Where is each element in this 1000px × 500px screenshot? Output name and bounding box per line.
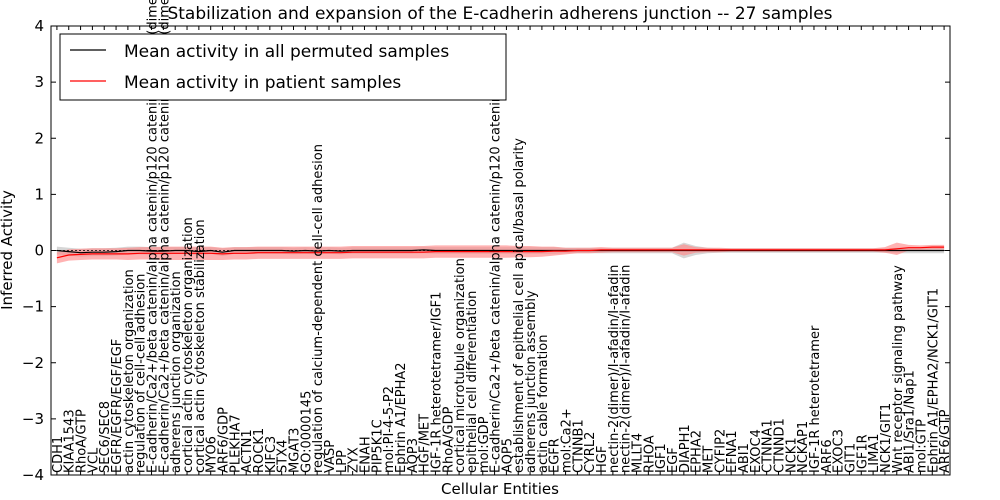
x-tick-label: PIP5K1C [370,419,385,473]
x-tick-label: cortical microtubule organization [453,258,468,473]
x-tick-label: MET [702,446,717,473]
x-tick-label: HGF/MET [418,414,433,473]
x-tick-label: VCL [86,447,101,473]
x-tick-label: EGF [666,447,681,473]
series-lines [56,246,945,259]
y-tick-label: 3 [34,73,44,91]
x-tick-label: cortical actin cytoskeleton stabilizatio… [193,219,208,473]
x-tick-label: CYFIP2 [713,429,728,473]
y-tick-label: −2 [22,354,44,372]
x-tick-label: establishment of epithelial cell apical/… [512,138,527,473]
x-tick-label: nectin-2(dimer)/I-afadin/I-afadin [619,265,634,473]
x-axis-ticks [56,26,945,475]
x-tick-label: MYO6 [205,436,220,473]
x-tick-label: CDH1 [51,436,66,473]
x-tick-label: mol:PI-4-5-P2 [382,386,397,473]
x-tick-label: EGFR/EGFR/EGF/EGF [110,339,125,473]
x-tick-label: regulation of cell-cell adhesion [134,274,149,473]
x-tick-label: MGAT3 [288,428,303,473]
x-tick-label: ZYX [347,447,362,473]
x-tick-label: EGFR [548,438,563,473]
y-axis-ticks: −4 −3 −2 −1 0 1 2 3 4 [22,17,950,484]
x-tick-label: LPP [335,450,350,473]
x-tick-label: NCK1 [784,437,799,473]
x-tick-label: GO:0000145 [299,391,314,473]
x-tick-label: EPHA2 [690,430,705,473]
x-tick-label: EFNA1 [725,430,740,473]
legend-frame [59,33,507,101]
x-tick-label: regulation of calcium-dependent cell-cel… [311,144,326,473]
band-series-1 [56,242,945,264]
x-tick-label: ARF6/GTP [938,409,953,473]
x-tick-label: CTNNA1 [761,419,776,473]
x-axis-label: Cellular Entities [441,480,559,498]
x-tick-label: HGF [595,446,610,473]
x-tick-labels: CDH1KIAA1543RhoA/GTPVCLSEC6/SEC8EGFR/EGF… [51,0,953,473]
legend: Mean activity in all permuted samples Me… [59,33,507,101]
x-tick-label: IGF1 [654,443,669,473]
x-tick-label: Wnt receptor signaling pathway [891,265,906,473]
y-axis-label: Inferred Activity [0,190,16,310]
x-tick-label: E-cadherin/Ca2+/beta catenin/alpha caten… [146,0,161,473]
x-tick-label: CTNND1 [773,418,788,473]
x-tick-label: NCK1/GIT1 [879,403,894,473]
x-tick-label: ABI1 [737,443,752,473]
x-tick-label: KIAA1543 [63,409,78,473]
x-tick-label: actin cable formation [536,335,551,473]
x-tick-label: actin cytoskeleton organization [122,269,137,473]
y-tick-label: −1 [22,298,44,316]
x-tick-label: E-cadherin/Ca2+/beta catenin/alpha caten… [157,0,172,473]
x-tick-label: epithelial cell differentiation [465,291,480,473]
legend-label-patient: Mean activity in patient samples [124,73,401,93]
x-tick-label: Ephrin A1/EPHA2 [394,362,409,473]
x-tick-label: EXOC3 [832,429,847,473]
x-tick-label: adherens junction assembly [524,290,539,473]
x-tick-label: IGF-1R heterotetramer [808,325,823,473]
x-tick-label: cortical actin cytoskeleton organization [181,217,196,473]
x-tick-label: ARF6 [820,439,835,473]
x-tick-label: adherens junction organization [169,271,184,473]
x-tick-label: DIAPH1 [678,424,693,473]
x-tick-label: EXOC4 [749,429,764,473]
y-tick-label: −4 [22,466,44,484]
x-tick-label: STX4 [276,440,291,473]
x-tick-label: RHOA [642,435,657,473]
x-tick-label: SEC6/SEC8 [98,401,113,473]
y-tick-label: 4 [34,17,44,35]
x-tick-label: LIMA1 [867,434,882,473]
x-tick-label: mol:GDP [477,416,492,473]
x-tick-label: CYRL2 [583,432,598,473]
x-tick-label: nectin-2(dimer)/I-afadin/I-afadin [607,265,622,473]
x-tick-label: KIFC3 [264,436,279,473]
x-tick-label: mol:GTP [914,419,929,473]
x-tick-label: E-cadherin/Ca2+/beta catenin/alpha caten… [489,94,504,473]
x-tick-label: VASP [323,440,338,473]
x-tick-label: ACTN1 [240,429,255,473]
x-tick-label: ARF6/GDP [217,407,232,473]
x-tick-label: mol:Ca2+ [560,408,575,473]
x-tick-label: RhoA/GTP [75,409,90,473]
x-tick-label: ENAH [359,436,374,473]
x-tick-label: RhoA/GDP [441,406,456,473]
legend-label-permuted: Mean activity in all permuted samples [124,42,449,62]
x-tick-label: ROCK1 [252,428,267,473]
chart-title: Stabilization and expansion of the E-cad… [167,4,832,24]
x-tick-label: AQP3 [406,438,421,473]
x-tick-label: Ephrin A1/EPHA2/NCK1/GIT1 [926,288,941,473]
line-series-1 [56,246,945,259]
x-tick-label: CTNNB1 [571,419,586,473]
x-tick-label: GIT1 [844,443,859,473]
x-tick-label: IGF-1R heterotetramer/IGF1 [429,292,444,473]
x-tick-label: ABI1/Sra1/Nap1 [903,370,918,473]
x-tick-label: AQP5 [500,438,515,473]
x-tick-label: NCKAP1 [796,421,811,473]
y-tick-label: 0 [34,242,44,260]
y-tick-label: 1 [34,185,44,203]
x-tick-label: IGF1R [855,434,870,473]
y-tick-label: −3 [22,410,44,428]
x-tick-label: MLLT4 [631,433,646,473]
x-tick-label: PLEKHA7 [228,414,243,473]
y-tick-label: 2 [34,129,44,147]
